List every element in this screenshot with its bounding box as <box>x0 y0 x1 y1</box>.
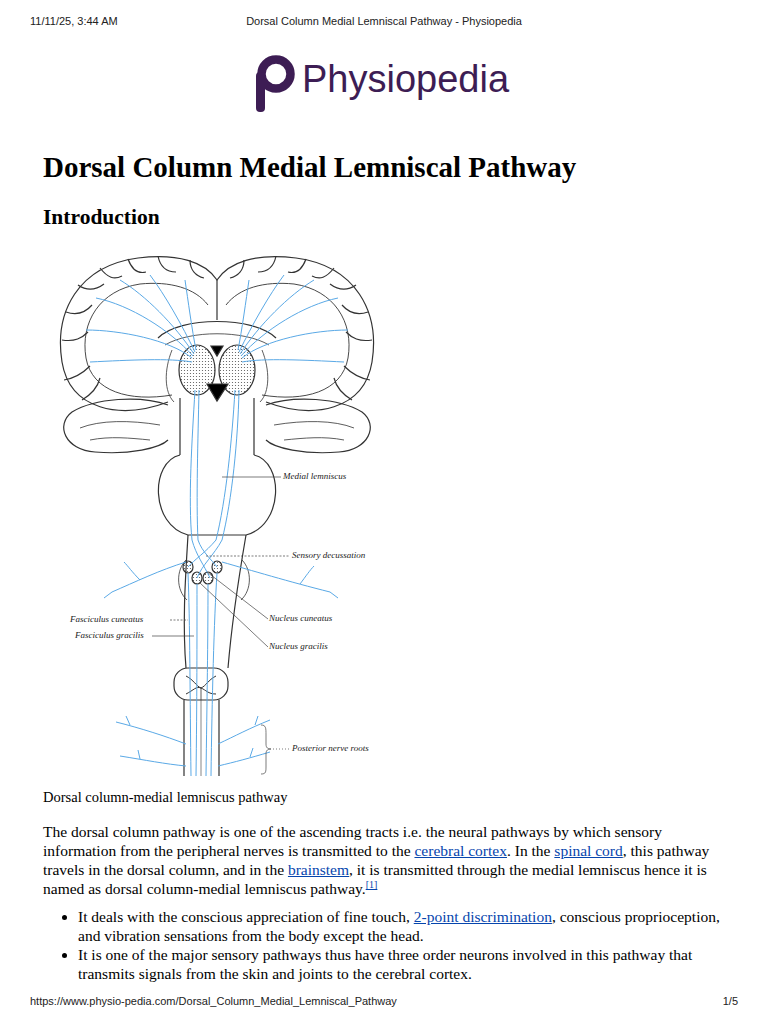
brain-outline <box>61 256 374 776</box>
sensory-fibres <box>86 275 348 776</box>
paragraph: The dorsal column pathway is one of the … <box>43 822 727 898</box>
figure-label: Fasciculus gracilis <box>75 630 144 640</box>
figure-label: Sensory decussation <box>292 550 365 560</box>
figure-label: Fasciculus cuneatus <box>70 614 143 624</box>
leader-lines <box>152 477 290 774</box>
bullet-list: It deals with the conscious appreciation… <box>43 908 727 984</box>
print-header-title: Dorsal Column Medial Lemniscal Pathway -… <box>0 15 768 27</box>
text-link: cerebral cortex <box>414 842 507 859</box>
body-text: . In the <box>507 842 550 859</box>
print-date: 11/11/25, 3:44 AM <box>30 15 118 27</box>
page-title: Dorsal Column Medial Lemniscal Pathway <box>43 150 576 184</box>
text-link: spinal cord <box>554 842 622 859</box>
print-url: https://www.physio-pedia.com/Dorsal_Colu… <box>30 995 397 1007</box>
body-text: It is one of the major sensory pathways … <box>78 946 692 982</box>
logo-text: Physiopedia <box>302 56 509 102</box>
section-heading: Introduction <box>43 204 160 230</box>
figure-caption: Dorsal column-medial lemniscus pathway <box>43 788 287 806</box>
figure-label: Nucleus gracilis <box>269 641 328 651</box>
page-number: 1/5 <box>723 995 738 1007</box>
text-link: brainstem <box>288 861 349 878</box>
text-link: 2-point discrimination <box>414 908 552 925</box>
figure-label: Posterior nerve roots <box>292 743 369 753</box>
bullet-item: It is one of the major sensory pathways … <box>78 946 727 983</box>
citation-ref: [1] <box>366 879 378 890</box>
logo-icon <box>256 60 291 113</box>
body-text: It deals with the conscious appreciation… <box>78 908 410 925</box>
figure-label: Medial lemniscus <box>283 471 346 481</box>
bullet-item: It deals with the conscious appreciation… <box>78 908 727 945</box>
figure-label: Nucleus cuneatus <box>269 613 332 623</box>
